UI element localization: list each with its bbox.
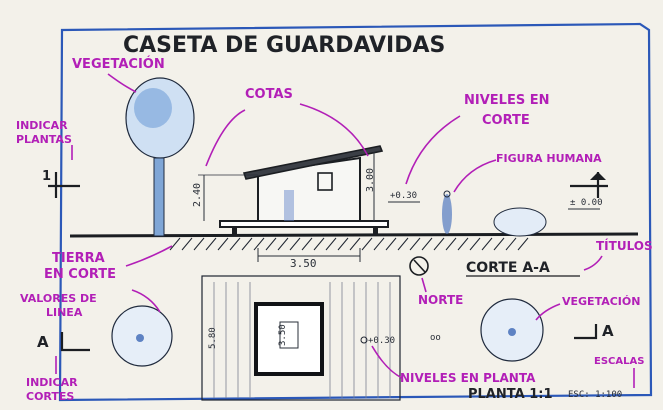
hut-window bbox=[317, 172, 333, 191]
annot-cotas: COTAS bbox=[245, 87, 293, 102]
plan-deck-boards bbox=[213, 282, 391, 398]
plan-level-label: +0.30 bbox=[368, 336, 395, 346]
bush-right bbox=[493, 207, 547, 237]
annot-indicar-line1: INDICAR bbox=[16, 119, 68, 132]
sheet-border bbox=[58, 22, 653, 402]
hut-stilt bbox=[232, 227, 237, 236]
height-left-label: 2.40 bbox=[192, 183, 203, 207]
annot-niveles-planta: NIVELES EN PLANTA bbox=[400, 371, 536, 385]
plan-cut-label-left: A bbox=[37, 333, 49, 351]
plan-site-outline bbox=[201, 275, 401, 401]
plan-cut-label-right: A bbox=[602, 322, 614, 340]
level-left-label: +0.30 bbox=[390, 191, 417, 201]
hut-stilt bbox=[373, 227, 378, 236]
section-title: CORTE A-A bbox=[466, 260, 550, 276]
plan-title: PLANTA 1:1 bbox=[468, 387, 553, 402]
plan-mark: oo bbox=[430, 333, 441, 343]
plan-dim-height: 5.80 bbox=[208, 327, 218, 349]
north-symbol bbox=[409, 256, 429, 276]
ground-hatch bbox=[169, 237, 529, 251]
annot-plantas-line2: PLANTAS bbox=[16, 133, 72, 146]
tree-trunk-left bbox=[153, 157, 165, 237]
annot-norte: NORTE bbox=[418, 293, 463, 307]
annot-escalas: ESCALAS bbox=[594, 356, 644, 367]
annot-indicar-cortes-line1: INDICAR bbox=[26, 376, 78, 389]
plan-dim-inner: 3.50 bbox=[278, 324, 288, 346]
height-right-label: 3.00 bbox=[365, 168, 376, 192]
plan-scale: ESC: 1:100 bbox=[568, 390, 622, 400]
annot-vegetacion-top: VEGETACIÓN bbox=[72, 56, 165, 72]
sheet-title: CASETA DE GUARDAVIDAS bbox=[123, 33, 445, 58]
annot-indicar-cortes-line2: CORTES bbox=[26, 390, 74, 403]
annot-valores-line1: VALORES DE bbox=[20, 292, 97, 305]
human-figure bbox=[442, 194, 452, 234]
annot-vegetacion-bottom: VEGETACIÓN bbox=[562, 295, 640, 308]
annot-niveles-corte-line2: CORTE bbox=[482, 113, 530, 128]
level-right-label: ± 0.00 bbox=[570, 198, 603, 208]
annotation-layer: VEGETACIÓN INDICAR PLANTAS COTAS NIVELES… bbox=[16, 56, 653, 403]
hut-door bbox=[284, 190, 294, 221]
annot-tierra-line2: EN CORTE bbox=[44, 267, 116, 282]
annot-tierra-line1: TIERRA bbox=[52, 251, 105, 266]
cut-marker-number: 1 bbox=[42, 169, 51, 184]
plan-hut-interior bbox=[279, 321, 299, 349]
annot-niveles-corte-line1: NIVELES EN bbox=[464, 93, 549, 108]
annot-valores-line2: LINEA bbox=[46, 306, 83, 319]
plan-hut-walls bbox=[254, 302, 324, 376]
width-bottom-label: 3.50 bbox=[290, 257, 317, 270]
hut-roof bbox=[242, 145, 384, 180]
annot-titulos: TÍTULOS bbox=[596, 238, 653, 253]
annot-figura-humana: FIGURA HUMANA bbox=[496, 152, 602, 165]
ground-line bbox=[69, 232, 639, 238]
